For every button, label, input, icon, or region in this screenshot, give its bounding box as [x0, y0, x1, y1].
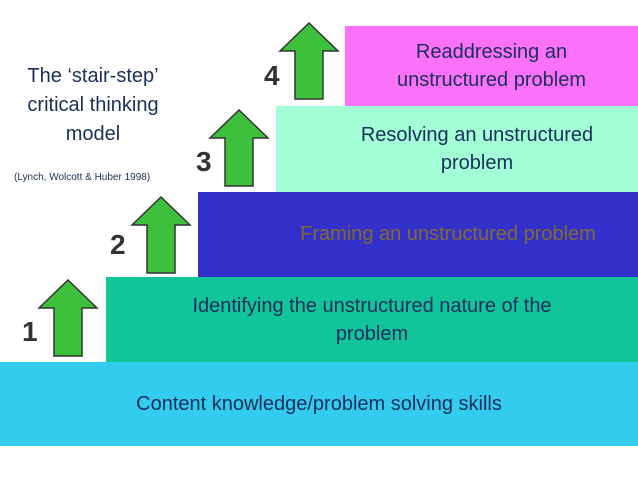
- up-arrow-icon: [130, 195, 192, 274]
- diagram-title: The ‘stair-step’ critical thinking model: [27, 65, 159, 145]
- step-3-label: Resolving an unstructured problem: [360, 124, 594, 174]
- citation: (Lynch, Wolcott & Huber 1998): [14, 172, 151, 183]
- stair-step-4: Readdressing an unstructured problem: [345, 26, 638, 106]
- up-arrow-icon: [278, 21, 340, 100]
- step-number-3: 3: [196, 146, 212, 177]
- stair-step-3: Resolving an unstructured problem: [276, 106, 638, 192]
- stair-step-2: Framing an unstructured problem: [198, 192, 638, 277]
- up-arrow-icon: [208, 108, 270, 187]
- stair-step-base: Content knowledge/problem solving skills: [0, 362, 638, 446]
- step-4-label: Readdressing an unstructured problem: [397, 41, 586, 91]
- step-number-2: 2: [110, 229, 126, 260]
- step-2-label: Framing an unstructured problem: [300, 223, 596, 245]
- step-number-1: 1: [22, 316, 38, 347]
- up-arrow-icon: [37, 278, 99, 357]
- stair-step-1: Identifying the unstructured nature of t…: [106, 277, 638, 362]
- step-base-label: Content knowledge/problem solving skills: [136, 392, 502, 415]
- step-1-label: Identifying the unstructured nature of t…: [192, 294, 552, 345]
- step-number-4: 4: [264, 60, 280, 91]
